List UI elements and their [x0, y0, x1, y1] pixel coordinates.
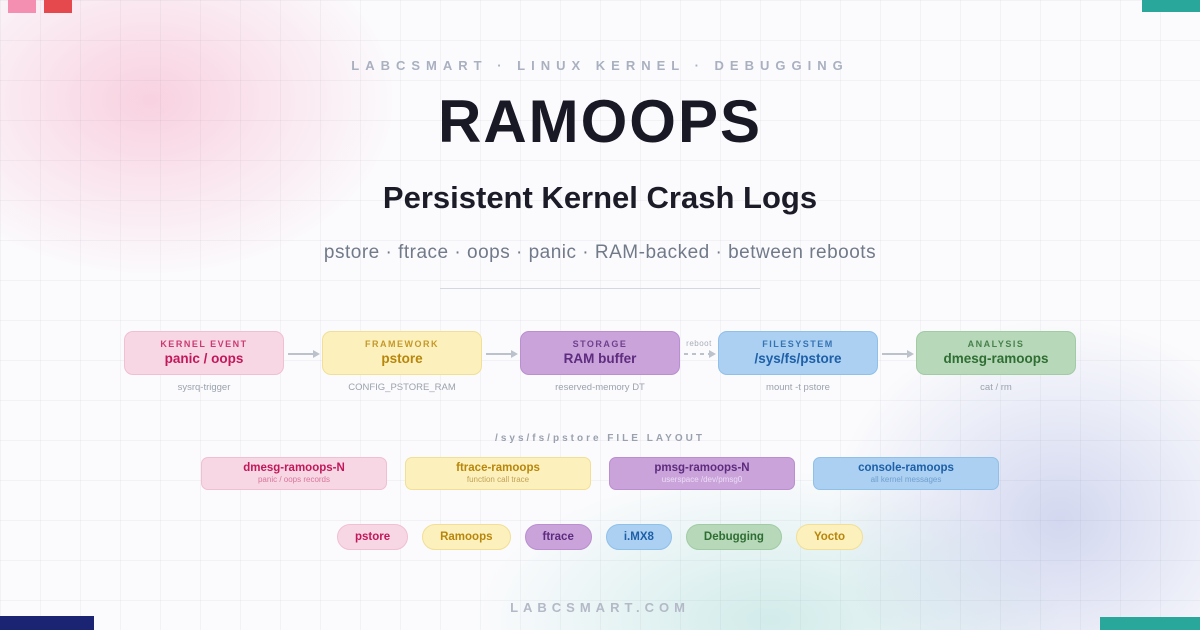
- tag-yocto: Yocto: [795, 524, 864, 550]
- flow-step-caption: mount -t pstore: [766, 382, 830, 393]
- top-accent-pink: [8, 0, 36, 13]
- flow-step-kernel-event: KERNEL EVENT panic / oops sysrq-trigger: [124, 331, 284, 393]
- tag-ftrace: ftrace: [524, 524, 592, 550]
- top-accent-teal: [1142, 0, 1200, 12]
- file-desc: userspace /dev/pmsg0: [661, 475, 743, 484]
- site-footer: LABCSMART.COM: [510, 600, 690, 615]
- flow-step-caption: CONFIG_PSTORE_RAM: [348, 382, 456, 393]
- flow-step-caption: sysrq-trigger: [177, 382, 231, 393]
- flow-step-value: RAM buffer: [563, 351, 637, 366]
- tag-debugging: Debugging: [685, 524, 782, 550]
- tag-pstore: pstore: [336, 524, 409, 550]
- filesystem-box: FILESYSTEM /sys/fs/pstore: [718, 331, 878, 375]
- storage-box: STORAGE RAM buffer: [520, 331, 680, 375]
- file-box-ftrace: ftrace-ramoops function call trace: [405, 457, 591, 490]
- file-layout-heading: /sys/fs/pstore FILE LAYOUT: [495, 433, 705, 444]
- flow-step-label: STORAGE: [572, 339, 628, 349]
- ramoops-pipeline-diagram: KERNEL EVENT panic / oops sysrq-trigger …: [124, 331, 1076, 393]
- arrow-right-icon: [486, 350, 518, 358]
- page-subtitle: Persistent Kernel Crash Logs: [382, 180, 818, 215]
- flow-step-value: dmesg-ramoops: [943, 351, 1049, 366]
- page-title: RAMOOPS: [437, 88, 763, 155]
- file-box-pmsg: pmsg-ramoops-N userspace /dev/pmsg0: [609, 457, 795, 490]
- file-desc: all kernel messages: [870, 475, 942, 484]
- bottom-accent-navy: [0, 616, 94, 630]
- flow-step-caption: cat / rm: [980, 382, 1012, 393]
- arrow-right-icon: [288, 350, 320, 358]
- flow-step-label: FRAMEWORK: [365, 339, 439, 349]
- top-accent-red: [44, 0, 72, 13]
- flow-step-label: FILESYSTEM: [762, 339, 834, 349]
- file-box-console: console-ramoops all kernel messages: [813, 457, 999, 490]
- flow-step-label: KERNEL EVENT: [160, 339, 248, 349]
- analysis-box: ANALYSIS dmesg-ramoops: [916, 331, 1076, 375]
- topic-tags-row: pstore Ramoops ftrace i.MX8 Debugging Yo…: [336, 524, 864, 550]
- reboot-dashed-arrow-icon: reboot: [684, 339, 716, 358]
- reboot-label: reboot: [686, 339, 712, 348]
- file-name: dmesg-ramoops-N: [243, 462, 345, 474]
- flow-step-label: ANALYSIS: [967, 339, 1025, 349]
- kicker: LABCSMART · LINUX KERNEL · DEBUGGING: [351, 58, 849, 73]
- flow-step-framework: FRAMEWORK pstore CONFIG_PSTORE_RAM: [322, 331, 482, 393]
- flow-step-value: /sys/fs/pstore: [754, 351, 842, 366]
- flow-step-caption: reserved-memory DT: [555, 382, 645, 393]
- flow-step-storage: STORAGE RAM buffer reserved-memory DT: [520, 331, 680, 393]
- flow-step-value: pstore: [381, 351, 423, 366]
- tag-ramoops: Ramoops: [422, 524, 511, 550]
- tag-imx8: i.MX8: [605, 524, 672, 550]
- file-name: pmsg-ramoops-N: [654, 462, 750, 474]
- file-box-dmesg: dmesg-ramoops-N panic / oops records: [201, 457, 387, 490]
- flow-step-filesystem: FILESYSTEM /sys/fs/pstore mount -t pstor…: [718, 331, 878, 393]
- divider: [440, 288, 760, 289]
- arrow-right-icon: [882, 350, 914, 358]
- framework-box: FRAMEWORK pstore: [322, 331, 482, 375]
- file-name: ftrace-ramoops: [456, 462, 540, 474]
- file-desc: panic / oops records: [257, 475, 331, 484]
- tagline: pstore · ftrace · oops · panic · RAM-bac…: [323, 242, 877, 263]
- file-layout-row: dmesg-ramoops-N panic / oops records ftr…: [201, 457, 999, 490]
- flow-step-analysis: ANALYSIS dmesg-ramoops cat / rm: [916, 331, 1076, 393]
- file-desc: function call trace: [466, 475, 530, 484]
- flow-step-value: panic / oops: [164, 351, 244, 366]
- bottom-accent-teal: [1100, 617, 1200, 630]
- file-name: console-ramoops: [858, 462, 954, 474]
- kernel-event-box: KERNEL EVENT panic / oops: [124, 331, 284, 375]
